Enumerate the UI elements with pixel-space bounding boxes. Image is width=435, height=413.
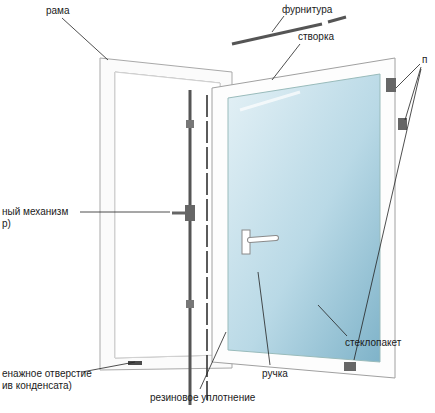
leader-line (272, 44, 300, 80)
part-label: ный механизм р) (2, 206, 76, 230)
handle-lever-edge (250, 238, 276, 240)
leader-lines (62, 16, 421, 389)
leader-line (354, 69, 421, 360)
part-label: п (422, 54, 427, 66)
part-label: рама (46, 5, 70, 17)
part-label: фурнитура (282, 4, 332, 16)
sash-shape (212, 58, 395, 378)
locking-lever (172, 212, 185, 215)
leader-line (318, 305, 347, 336)
strip-part (186, 120, 194, 128)
strip-part (186, 300, 194, 308)
leader-line (396, 64, 420, 88)
frame-opening (115, 72, 220, 358)
leader-line (272, 16, 284, 32)
glass-glare (240, 92, 300, 110)
hinge-part (344, 362, 356, 371)
hinge-part (398, 118, 407, 130)
part-label: резиновое уплотнение (150, 392, 255, 404)
part-label: ручка (262, 368, 288, 380)
rubber-seal (206, 95, 208, 400)
locking-strip (189, 90, 192, 405)
leader-line (405, 67, 421, 120)
leader-line (80, 212, 170, 213)
part-label: стеклопакет (345, 337, 401, 349)
glass-unit (228, 74, 380, 362)
handle-lever (250, 238, 276, 240)
top-hardware (328, 17, 346, 22)
leader-line (62, 18, 108, 60)
leader-line (200, 332, 226, 389)
hinge-part (386, 78, 396, 92)
part-label: енажное отверстие ив конденсата) (2, 368, 94, 392)
leader-line (258, 272, 270, 365)
locking-gear (185, 205, 195, 221)
part-label: створка (298, 31, 334, 43)
